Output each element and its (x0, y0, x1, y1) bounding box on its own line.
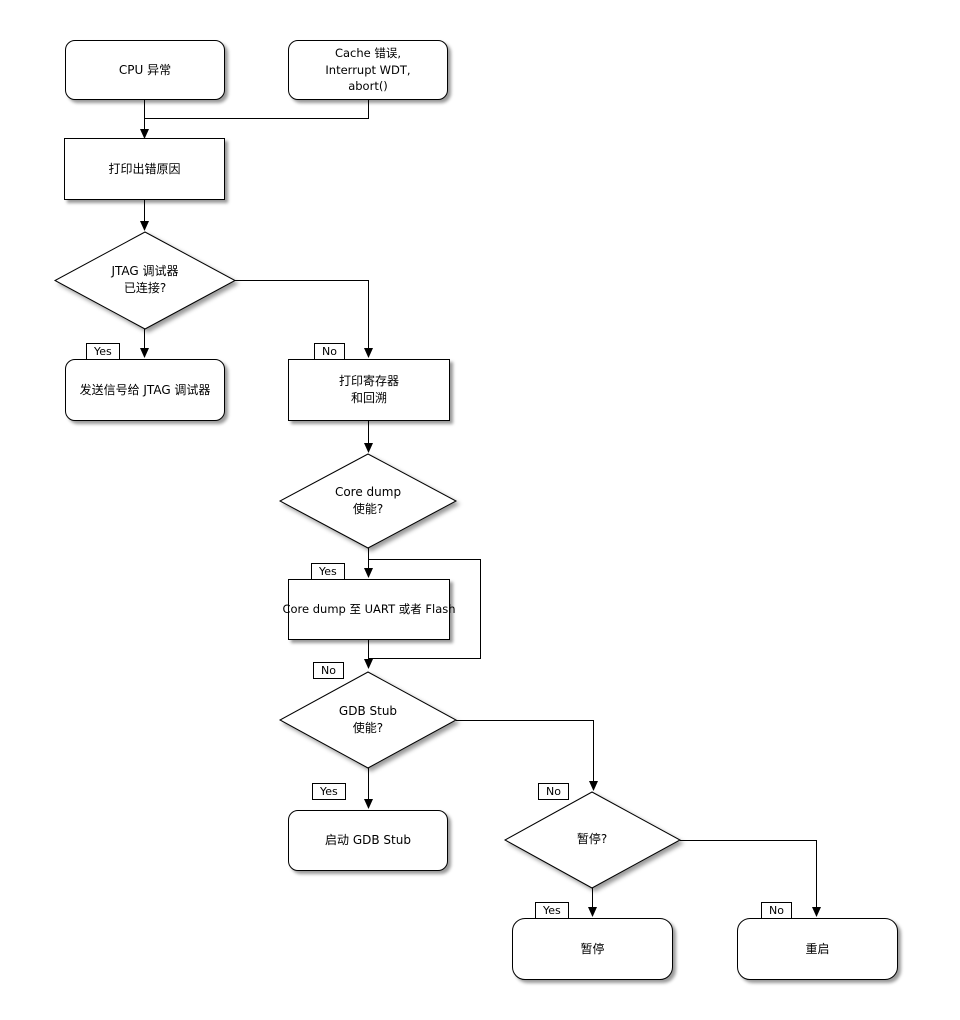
edge-label-gdb-yes: Yes (312, 783, 346, 800)
connector-coredump-no-bypass (368, 559, 481, 659)
node-print-error-cause-label: 打印出错原因 (108, 161, 181, 176)
node-cpu-exception: CPU 异常 (65, 40, 225, 100)
node-start-gdb-stub-label: 启动 GDB Stub (325, 833, 411, 848)
edge-label-gdb-no: No (538, 783, 569, 800)
arrowhead (140, 348, 149, 358)
arrowhead (140, 129, 149, 139)
arrowhead (812, 907, 821, 917)
node-reboot: 重启 (737, 918, 898, 980)
arrowhead (364, 348, 373, 358)
node-cache-error: Cache 错误, Interrupt WDT, abort() (288, 40, 448, 100)
node-print-registers-backtrace: 打印寄存器 和回溯 (288, 359, 450, 421)
node-core-dump-to-uart-flash-label: Core dump 至 UART 或者 Flash (282, 602, 456, 617)
arrowhead (140, 221, 149, 231)
arrowhead (364, 659, 373, 669)
edge-label-reboot-no: No (761, 902, 792, 919)
edge-label-coredump-yes: Yes (311, 563, 345, 580)
node-print-registers-backtrace-label: 打印寄存器 和回溯 (338, 374, 399, 405)
diamond-halt (503, 791, 682, 889)
node-reboot-label: 重启 (805, 941, 830, 956)
diamond-jtag-connected (53, 231, 237, 330)
arrowhead (589, 781, 598, 791)
node-halt: 暂停 (512, 918, 673, 980)
node-send-signal-jtag: 发送信号给 JTAG 调试器 (65, 359, 225, 421)
node-send-signal-jtag-label: 发送信号给 JTAG 调试器 (79, 382, 211, 397)
edge-label-jtag-yes: Yes (86, 343, 120, 360)
connector-cache-merge (144, 100, 369, 119)
node-cpu-exception-label: CPU 异常 (118, 62, 172, 77)
diamond-gdb-stub-enabled (278, 671, 458, 769)
diamond-core-dump-enabled (278, 453, 458, 549)
edge-label-coredump-no: No (313, 662, 344, 679)
arrowhead (364, 799, 373, 809)
node-start-gdb-stub: 启动 GDB Stub (288, 810, 448, 871)
edge-label-jtag-no: No (314, 343, 345, 360)
edge-label-halt-yes: Yes (535, 902, 569, 919)
arrowhead (364, 443, 373, 453)
connector-jtag-no (235, 280, 369, 357)
node-core-dump-to-uart-flash: Core dump 至 UART 或者 Flash (282, 579, 456, 640)
connector-gdb-no (456, 720, 594, 790)
node-halt-label: 暂停 (580, 941, 605, 956)
connector-halt-no (680, 840, 817, 916)
arrowhead (588, 907, 597, 917)
arrowhead (364, 568, 373, 578)
node-print-error-cause: 打印出错原因 (64, 138, 225, 200)
node-cache-error-label: Cache 错误, Interrupt WDT, abort() (325, 45, 411, 94)
